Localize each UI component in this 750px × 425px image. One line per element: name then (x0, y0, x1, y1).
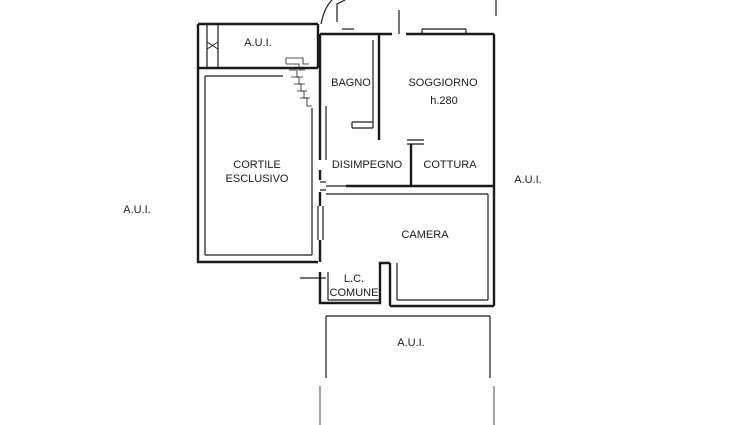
label-soggiorno: SOGGIORNO (408, 77, 478, 89)
label-disimpegno: DISIMPEGNO (332, 159, 403, 171)
label-aui-right: A.U.I. (514, 174, 542, 186)
entrance-marks (320, 0, 497, 34)
internal-walls (320, 34, 494, 301)
label-cottura: COTTURA (423, 159, 477, 171)
label-lc: L.C. (344, 273, 364, 285)
label-bagno: BAGNO (331, 77, 371, 89)
building-walls (300, 28, 496, 308)
label-aui-left: A.U.I. (123, 204, 151, 216)
label-cortile: CORTILE (233, 159, 280, 171)
label-camera: CAMERA (401, 229, 449, 241)
label-comune: COMUNE (330, 287, 379, 299)
stairs (285, 57, 312, 107)
label-aui-top: A.U.I. (244, 37, 272, 49)
label-esclusivo: ESCLUSIVO (226, 173, 289, 185)
label-aui-bottom: A.U.I. (397, 337, 425, 349)
cortile-walls (196, 24, 320, 264)
label-height: h.280 (430, 95, 458, 107)
bottom-area-walls (319, 315, 495, 425)
